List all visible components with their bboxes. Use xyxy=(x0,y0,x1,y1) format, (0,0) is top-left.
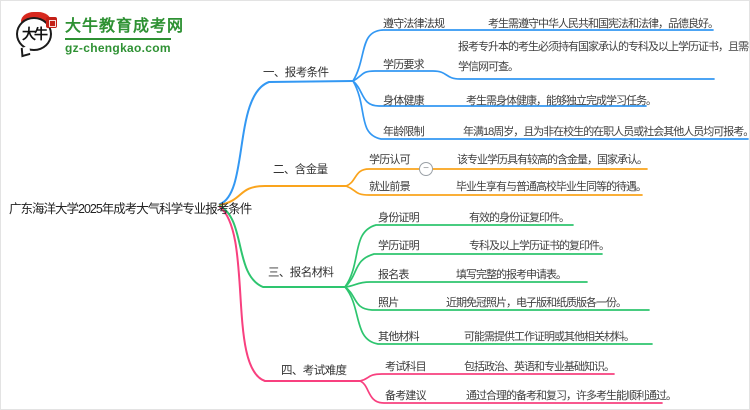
detail-node[interactable]: 年满18周岁，且为非在校生的在职人员或社会其他人员均可报考。 xyxy=(463,126,750,138)
detail-node[interactable]: 填写完整的报考申请表。 xyxy=(456,269,567,281)
topic-node[interactable]: 遵守法律法规 xyxy=(383,18,445,30)
branch-line xyxy=(219,206,361,382)
branch-node-1[interactable]: 一、报考条件 xyxy=(263,67,329,79)
topic-node[interactable]: 考试科目 xyxy=(385,361,427,373)
branch-node-4[interactable]: 四、考试难度 xyxy=(281,365,347,377)
detail-node[interactable]: 考生需遵守中华人民共和国宪法和法律，品德良好。 xyxy=(488,18,719,30)
logo-title: 大牛教育成考网 xyxy=(65,17,185,35)
branch-2-lines xyxy=(219,168,648,206)
detail-node[interactable]: 可能需提供工作证明或其他相关材料。 xyxy=(464,331,635,343)
logo-icon: 大牛 xyxy=(15,11,57,58)
detail-node[interactable]: 有效的身份证复印件。 xyxy=(469,212,570,224)
detail-node[interactable]: 通过合理的备考和复习，许多考生能顺利通过。 xyxy=(466,390,677,402)
site-logo[interactable]: 大牛 大牛教育成考网 gz-chengkao.com xyxy=(15,11,184,58)
connector-line xyxy=(344,281,588,288)
topic-node[interactable]: 身体健康 xyxy=(383,95,425,107)
connector-line xyxy=(345,185,643,196)
topic-node[interactable]: 学历认可 xyxy=(369,154,411,166)
detail-node[interactable]: 考生需身体健康，能够独立完成学习任务。 xyxy=(466,95,657,107)
connector-line xyxy=(344,224,574,288)
connector-line xyxy=(344,286,653,345)
topic-node[interactable]: 就业前景 xyxy=(369,181,411,193)
topic-node[interactable]: 其他材料 xyxy=(378,331,420,343)
branch-line xyxy=(219,185,347,206)
connector-line xyxy=(344,253,603,288)
detail-node[interactable]: 专科及以上学历证书的复印件。 xyxy=(469,240,610,252)
topic-node[interactable]: 报名表 xyxy=(378,269,409,281)
topic-node[interactable]: 学历证明 xyxy=(378,240,420,252)
connector-line xyxy=(352,29,714,82)
branch-line xyxy=(219,205,346,288)
topic-node[interactable]: 照片 xyxy=(378,297,399,309)
detail-node[interactable]: 该专业学历具有较高的含金量，国家承认。 xyxy=(457,154,648,166)
logo-bubble-text: 大牛 xyxy=(22,26,48,42)
topic-node[interactable]: 学历要求 xyxy=(383,59,425,71)
branch-3-lines xyxy=(219,205,653,345)
connector-line xyxy=(359,380,663,404)
logo-bubble: 大牛 xyxy=(16,17,52,51)
branch-4-lines xyxy=(219,206,663,404)
branch-node-2[interactable]: 二、含金量 xyxy=(273,164,328,176)
topic-node[interactable]: 身份证明 xyxy=(378,212,420,224)
collapse-minus-icon[interactable]: − xyxy=(419,162,433,176)
detail-node[interactable]: 近期免冠照片，电子版和纸质版各一份。 xyxy=(446,297,627,309)
branch-1-lines xyxy=(219,29,749,205)
detail-node[interactable]: 包括政治、英语和专业基础知识。 xyxy=(464,361,615,373)
connector-line xyxy=(345,168,648,187)
root-node[interactable]: 广东海洋大学2025年成考大气科学专业报考条件 xyxy=(9,202,252,216)
logo-domain: gz-chengkao.com xyxy=(65,37,171,55)
detail-node[interactable]: 报考专升本的考生必须持有国家承认的专科及以上学历证书，且需在学信网可查。 xyxy=(458,41,750,73)
logo-seal-stamp xyxy=(46,17,57,28)
connector-line xyxy=(352,80,749,140)
topic-node[interactable]: 年龄限制 xyxy=(383,126,425,138)
connector-line xyxy=(359,373,615,382)
logo-text: 大牛教育成考网 gz-chengkao.com xyxy=(65,12,184,55)
detail-node[interactable]: 毕业生享有与普通高校毕业生同等的待遇。 xyxy=(456,181,647,193)
branch-line xyxy=(219,80,354,205)
topic-node[interactable]: 备考建议 xyxy=(385,390,427,402)
branch-node-3[interactable]: 三、报名材料 xyxy=(268,267,334,279)
connector-line xyxy=(344,286,650,311)
connector-line xyxy=(352,70,715,82)
connector-line xyxy=(352,80,647,107)
